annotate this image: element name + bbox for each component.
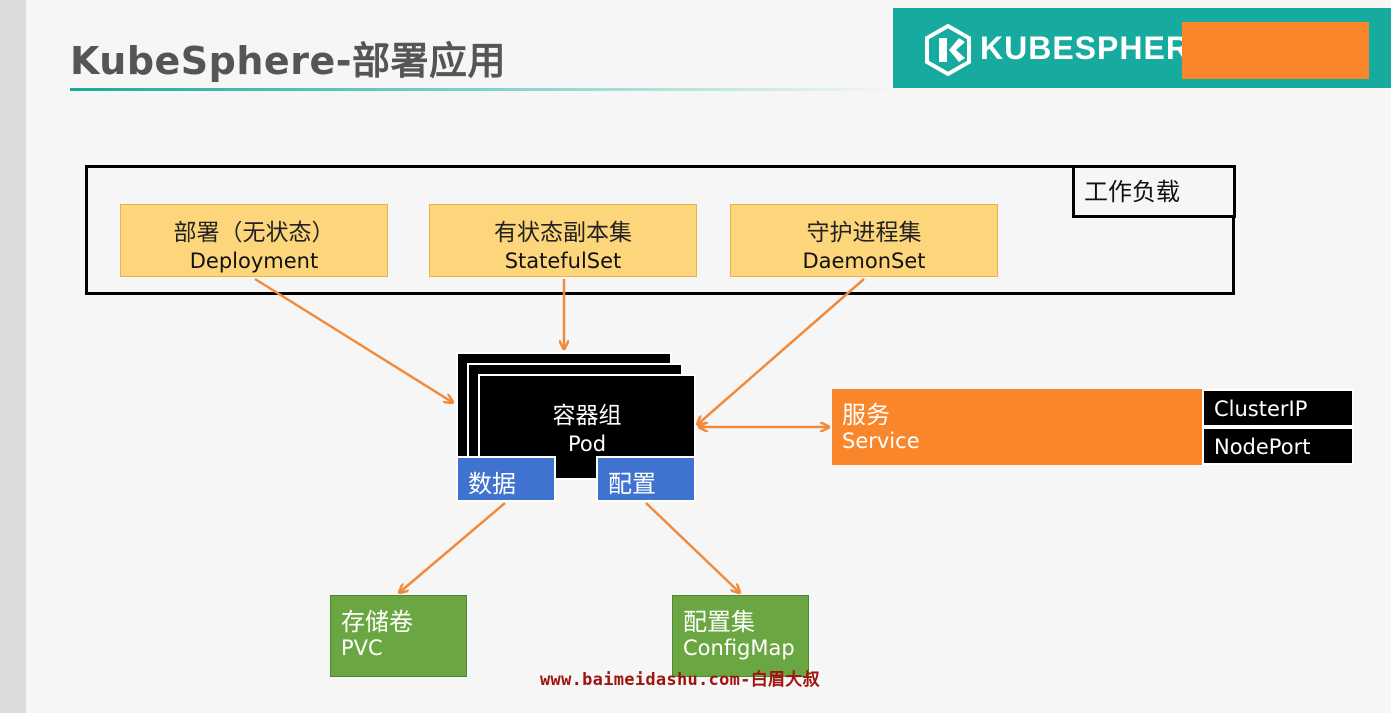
workload-label: 工作负载 [1084, 178, 1180, 206]
arrow-config-to-configmap [645, 502, 739, 592]
arrow-daemonset-to-pod [698, 278, 865, 424]
daemonset-label-cn: 守护进程集 [806, 220, 922, 246]
nodeport-label: NodePort [1214, 435, 1311, 459]
configmap-label-en: ConfigMap [683, 636, 795, 660]
pvc-label-cn: 存储卷 [341, 608, 413, 636]
arrow-deployment-to-pod [254, 277, 452, 402]
kubesphere-logo-icon [925, 24, 971, 76]
statefulset-node: 有状态副本集 StatefulSet [429, 204, 697, 277]
left-edge-bar [0, 0, 26, 713]
logo-text: KUBESPHERE [980, 30, 1213, 66]
pod-data-node: 数据 [456, 456, 556, 502]
deployment-node: 部署（无状态） Deployment [120, 204, 388, 277]
pod-config-label: 配置 [608, 470, 656, 498]
statefulset-label-cn: 有状态副本集 [494, 220, 632, 246]
clusterip-label: ClusterIP [1214, 397, 1308, 421]
workload-label-box [1072, 165, 1236, 218]
title-underline [70, 88, 900, 91]
daemonset-label-en: DaemonSet [802, 249, 926, 273]
pod-data-label: 数据 [468, 470, 516, 498]
deployment-label-cn: 部署（无状态） [173, 220, 335, 246]
pod-label-en: Pod [567, 432, 607, 456]
configmap-label-cn: 配置集 [683, 608, 755, 636]
service-type-nodeport: NodePort [1202, 427, 1354, 465]
statefulset-label-en: StatefulSet [504, 249, 622, 273]
logo-accent-block [1182, 22, 1369, 79]
arrow-data-to-pvc [400, 502, 506, 592]
service-node: 服务 Service [832, 389, 1202, 465]
slide-title: KubeSphere-部署应用 [70, 39, 506, 83]
pvc-node: 存储卷 PVC [330, 595, 467, 677]
service-label-en: Service [842, 429, 920, 453]
pod-config-node: 配置 [596, 456, 696, 502]
pod-label-cn: 容器组 [552, 403, 622, 429]
watermark: www.baimeidashu.com-白眉大叔 [540, 670, 820, 690]
pvc-label-en: PVC [341, 636, 383, 660]
service-type-clusterip: ClusterIP [1202, 389, 1354, 427]
deployment-label-en: Deployment [189, 249, 319, 273]
service-label-cn: 服务 [842, 401, 890, 429]
slide-background [26, 0, 1391, 713]
daemonset-node: 守护进程集 DaemonSet [730, 204, 998, 277]
configmap-node: 配置集 ConfigMap [672, 595, 809, 677]
workload-container [85, 165, 1235, 295]
